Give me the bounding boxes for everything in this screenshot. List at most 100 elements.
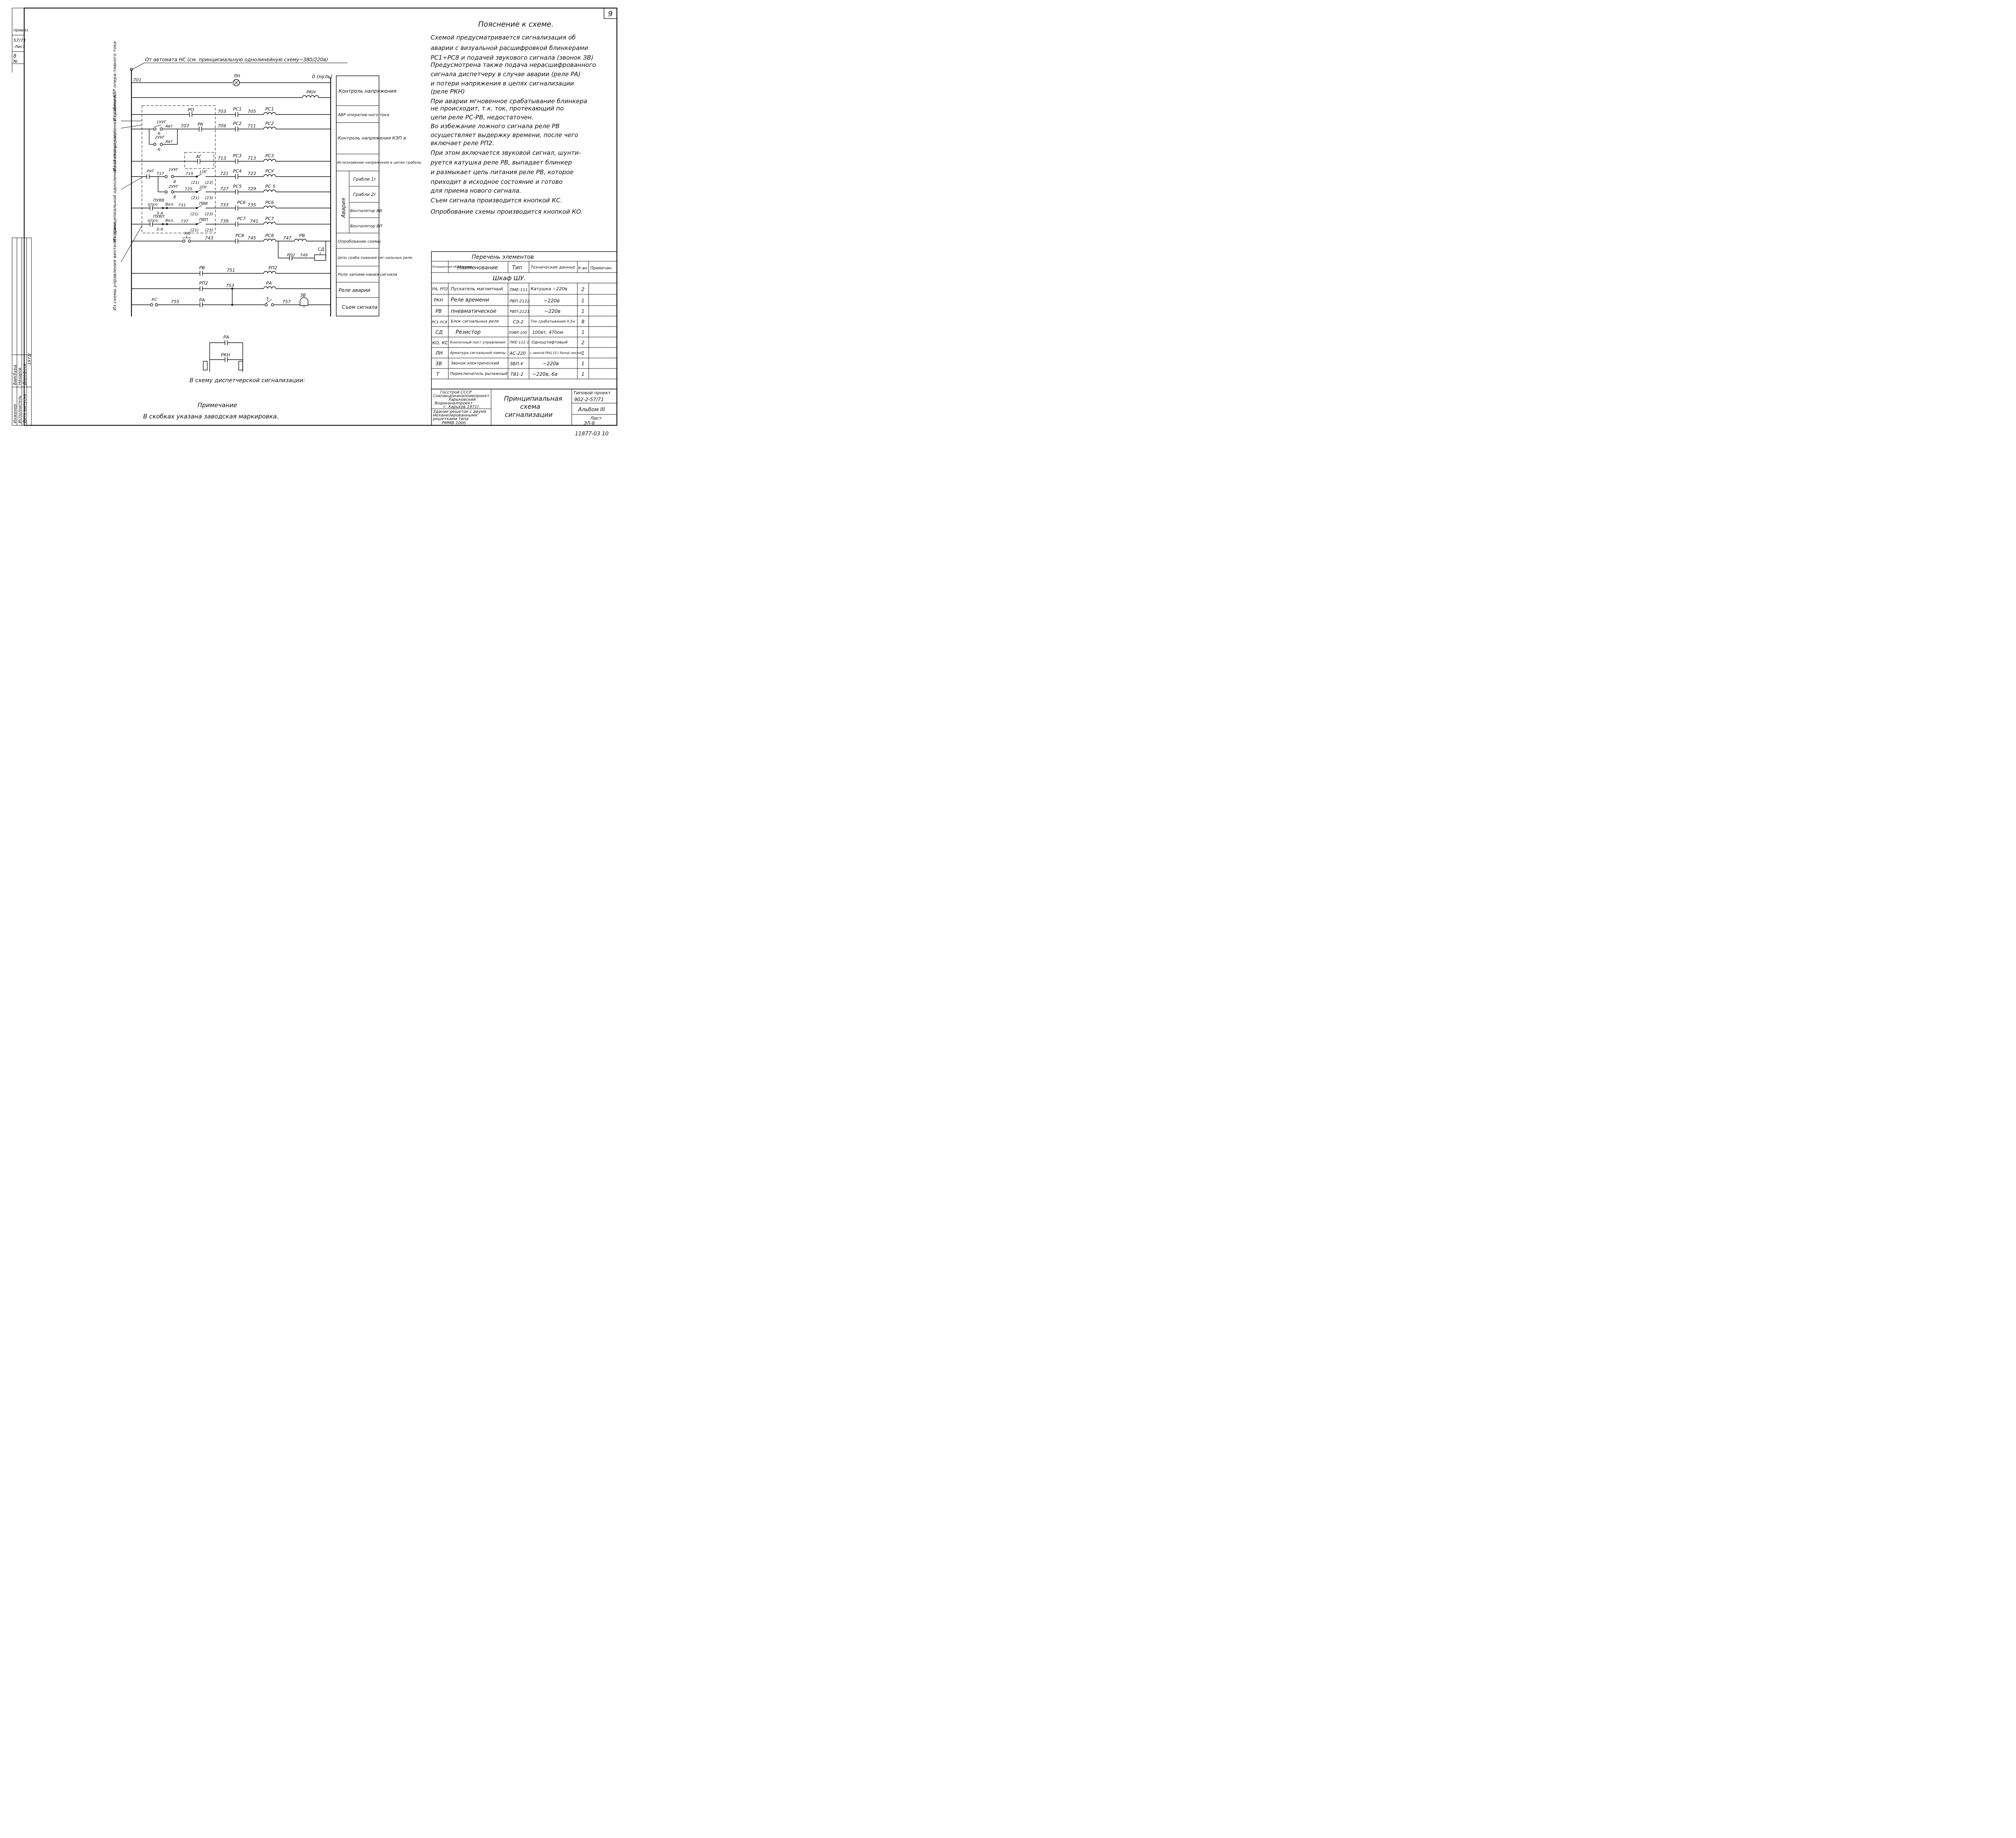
pc-coil-label: РС7 [265,216,274,221]
wire-number: 731 [178,203,186,208]
wire-number: 721 [220,171,229,176]
table-cell: Звонок электрический [451,361,499,366]
table-cell: Кнопочный пост управления [450,341,505,345]
table-cell: РВП-2122 [510,299,529,304]
pvv-contact-label: ПВВ [199,202,208,206]
table-cell: Переключатель рычажный. [450,372,509,376]
approval-role: Исполнитель [18,395,22,423]
table-cell: ~220в, 6а [532,371,558,377]
explanation-line: Съем сигнала производится кнопкой КС. [431,197,562,204]
table-cell: 1 [581,308,585,314]
title-block: Госстрой СССР Союзводоканалниипроект Хар… [431,389,617,426]
factory-mark: (23) [205,181,213,185]
album: Альбом III [578,407,605,413]
explanation-line: осуществляет выдержку времени, после чег… [431,131,578,139]
table-cell: 8 [581,319,585,325]
wire-number: 703 [218,109,226,114]
legend-cell: Контроль напряжения [339,88,396,94]
table-cell: ЛН [435,350,443,356]
explanation-line: и потери напряжения в цепях сигнализации [431,80,574,87]
wire-number: 735 [248,202,256,208]
pc-contact-label: РС8 [235,233,244,238]
factory-mark: (21) [190,212,199,216]
table-group: Шкаф ШУ. [493,275,526,282]
pp2-coil-label: РП2 [269,265,277,271]
wire-number: 745 [248,235,256,241]
approval-name: Вайсбурд [12,365,17,385]
explanation-line: приходит в исходное состояние и готово [431,178,562,185]
object-line: механизированными [433,413,478,418]
wire-number: 749 [300,253,308,258]
doc-code-bottom: 11877-03 10 [575,431,608,437]
explanation-line: Опробование схемы производится кнопкой К… [431,208,583,215]
object-line: Здание решеток с двумя [433,410,486,414]
switch-pos-label: 3-4 [156,211,163,216]
sheet-label: Лист [590,416,602,421]
pc-coil-label: РС3 [265,153,274,158]
supply-label: От автомата НС (см. принципиальную однол… [145,57,328,62]
wire-number: 739 [220,219,229,224]
pb-contact-label: РВ [199,265,205,271]
margin-stamps: привяз 57/71 -Лист 8 № [13,28,28,64]
wire-number: 727 [220,186,229,192]
page-number-box: 9 [604,8,617,19]
pc-contact-label: РС5 [233,184,242,189]
wire-number: 705 [248,109,256,114]
table-cell: Ток срабатывания 0,5а [531,320,575,324]
legend-cell: Грабли 1г [353,177,376,182]
object-line: РММВ-1000 [442,421,466,425]
explanation-line: не происходит, т.к. ток, протекающий по [431,105,564,112]
table-cell: АС-220 [509,351,526,356]
side-label: Из принципиальной однолинейной схемы заг… [112,130,117,242]
factory-mark: (23) [205,212,213,216]
wire-number: 719 [185,172,193,176]
org-line: Госстрой СССР [440,390,472,395]
pc-coil-label: РС6 [265,200,274,205]
note: Примечание В скобках указана заводская м… [143,402,279,420]
pc-coil-label: РС 5 [265,184,275,189]
pc-contact-label: РС1 [233,106,242,112]
table-row: Т Переключатель рычажный. ТВ1-2 ~220в, 6… [436,371,585,377]
rkn-label: РКН [306,90,316,95]
legend-cell: Исчезновение напряжения в цепях грабель [337,161,421,165]
table-header: Наименование [457,265,498,271]
explanation-line: сигнала диспетчеру в случае аварии (реле… [431,71,581,78]
table-row: ЛН Арматура сигнальной лампы АС-220 с ла… [435,350,585,356]
table-cell: Реле времени [451,297,489,303]
wire-number: 701 [133,77,142,83]
legend-cell: Контроль напряжения КЭП а [338,135,406,141]
table-cell: ПЭВР-100 [509,331,527,335]
table-cell: с лампой РНЦ 10 с белой линзой [530,351,582,355]
dispatch-relay-label: РА [223,335,229,340]
pa-coil-label: РА [266,281,272,286]
ag-label: АГ [196,154,202,159]
explanation-line: При аварии мгновенное срабатывание блинк… [431,98,587,105]
wire-number: 753 [226,283,234,288]
explanation-line: для приема нового сигнала. [430,187,521,194]
switch-pos-label: Вкл. [165,202,174,207]
explanation-line: PC1÷PC8 и подачей звукового сигнала (зво… [431,54,594,61]
pvp-label: ПУВП [153,214,165,219]
legend-cell: АВР оператив-ного тока [337,113,389,117]
legend-column: Контроль напряжения АВР оператив-ного то… [336,75,421,316]
wire-number: 713 [248,156,256,161]
table-cell: ~220в [543,361,559,366]
pb-coil-label: РВ [299,233,305,238]
table-cell: 1 [581,361,585,366]
approval-date: 1971г [27,352,32,365]
elements-table: Перечень элементов Позиционное обозначен… [431,251,617,389]
note-title: Примечание [198,402,237,409]
pvp-contact-label: ПВП [199,218,208,222]
table-cell: СЭ-2 [513,319,523,325]
wire-number: 743 [205,235,213,241]
table-header: Технические данные [531,265,575,270]
table-row: РКН Реле времени РВП-2122 ~220в 1 [434,297,585,304]
sheet-frame [12,7,618,426]
pc-coil-label: РС1 [265,106,274,112]
explanation-line: Предусмотрена также подача нерасшифрован… [431,61,596,69]
gr-label: 2ПГ [199,185,208,190]
table-header: Примечан. [590,266,613,271]
neutral-label: 0 (нуль) [312,74,333,79]
wire-number: 707 [181,123,189,129]
alarm-group-label: Авария [341,198,347,218]
